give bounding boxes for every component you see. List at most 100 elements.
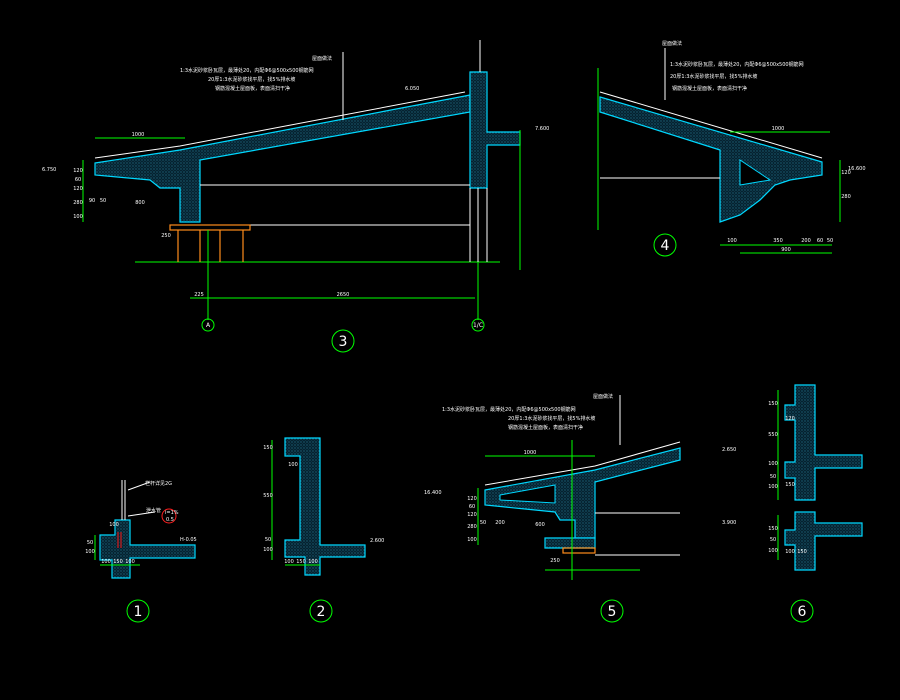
s4-roof-slab — [599, 96, 823, 223]
s1-label-bubble — [126, 599, 150, 623]
s3-axis-c-bubble — [471, 318, 485, 332]
s3-dim-60: 60 — [75, 177, 81, 183]
s5-dim-120b: 120 — [467, 512, 477, 518]
s6-dim-550: 550 — [768, 432, 778, 438]
s6-dim-100b: 100 — [768, 484, 778, 490]
s3-dim-100: 100 — [73, 214, 83, 220]
s4-void — [739, 159, 772, 186]
s5-beam — [562, 547, 596, 554]
s4-dim-900: 900 — [781, 247, 791, 253]
s5-dim-200: 200 — [495, 520, 505, 526]
s3-note-2: 20厚1:3水泥砂浆找平层，找5%排水坡 — [208, 76, 295, 83]
s3-dim-225: 225 — [194, 292, 204, 298]
section-4: 屋面做法 1:3水泥砂浆卧瓦层，最薄处20，内配Φ6@500x500钢筋网 20… — [597, 40, 866, 257]
s6-level-1: 2.650 — [722, 447, 736, 453]
s5-tile-line — [484, 441, 681, 486]
s6-dim-50a: 50 — [770, 474, 776, 480]
s3-dim-1000: 1000 — [132, 132, 145, 138]
s3-dim-2650: 2650 — [337, 292, 350, 298]
s2-dim-100c: 100 — [284, 559, 294, 565]
s1-note-rail: 栏杆详见2G — [145, 480, 172, 487]
s2-dim-100d: 100 — [308, 559, 318, 565]
s5-dim-280: 280 — [467, 524, 477, 530]
s4-dim-350: 350 — [773, 238, 783, 244]
s6-label: 6 — [798, 604, 807, 620]
s3-level-2: 7.600 — [535, 126, 549, 132]
s5-dim-600: 600 — [535, 522, 545, 528]
s6-label-bubble — [790, 599, 814, 623]
s3-roof-slab — [94, 94, 471, 223]
s1-slope-circle — [161, 508, 177, 524]
section-1: 栏杆详见2G 泄水管 i=1% 0.5 H-0.05 100 50 100 10… — [85, 480, 197, 623]
s1-note-slope-val: 0.5 — [166, 517, 174, 523]
s6-dim-100c: 100 — [768, 548, 778, 554]
s3-dim-120b: 120 — [73, 186, 83, 192]
s4-tile-line — [599, 91, 823, 159]
s1-leader-1 — [127, 481, 151, 491]
s4-label: 4 — [661, 238, 670, 254]
s1-slab — [99, 519, 196, 579]
s5-dim-60: 60 — [469, 504, 475, 510]
s5-label-bubble — [600, 599, 624, 623]
s3-tile-line — [94, 91, 466, 159]
s5-level: 16.400 — [424, 490, 442, 496]
s5-note-2: 20厚1:3水泥砂浆找平层，找5%排水坡 — [508, 415, 595, 422]
s3-notes-title: 屋面做法 — [312, 55, 332, 62]
s3-level-3: 6.750 — [42, 167, 56, 173]
s2-dim-150b: 150 — [296, 559, 306, 565]
s5-dim-250: 250 — [550, 558, 560, 564]
s6-dim-100a: 100 — [768, 461, 778, 467]
s5-note-1: 1:3水泥砂浆卧瓦层，最薄处20，内配Φ6@500x500钢筋网 — [442, 406, 576, 413]
s2-dim-150: 150 — [263, 445, 273, 451]
s3-dim-120a: 120 — [73, 168, 83, 174]
s5-beam-slab — [544, 537, 596, 549]
s5-label: 5 — [608, 604, 617, 620]
s1-note-drain: 泄水管 — [146, 507, 161, 514]
s3-axis-c: 1/C — [473, 322, 483, 329]
s4-note-2: 20厚1:3水泥砂浆找平层，找5%排水坡 — [670, 73, 757, 80]
s4-dim-120: 120 — [841, 170, 851, 176]
s6-dim-150b: 150 — [785, 482, 795, 488]
s5-dim-1000: 1000 — [524, 450, 537, 456]
s1-dim-100a: 100 — [109, 522, 119, 528]
s3-wall — [469, 71, 521, 189]
s5-dim-100: 100 — [467, 537, 477, 543]
s3-dim-250: 250 — [161, 233, 171, 239]
s2-dim-100a: 100 — [288, 462, 298, 468]
s6-dim-120: 120 — [785, 416, 795, 422]
s6-dim-150a: 150 — [768, 401, 778, 407]
section-3: 屋面做法 1:3水泥砂浆卧瓦层，最薄处20，内配Φ6@500x500钢筋网 20… — [42, 40, 549, 353]
s4-dim-1000: 1000 — [772, 126, 785, 132]
s2-parapet — [284, 437, 366, 576]
s6-level-2: 3.900 — [722, 520, 736, 526]
s4-dim-200: 200 — [801, 238, 811, 244]
s5-note-3: 钢筋混凝土屋面板，表面清扫干净 — [508, 424, 583, 431]
s1-note-slope: i=1% — [165, 510, 179, 516]
s2-level: 2.600 — [370, 538, 384, 544]
s4-dim-100: 100 — [727, 238, 737, 244]
s5-void — [499, 484, 556, 504]
s4-dim-280: 280 — [841, 194, 851, 200]
s3-dim-280: 280 — [73, 200, 83, 206]
s6-dim-100d: 100 — [785, 549, 795, 555]
s3-label: 3 — [339, 334, 348, 350]
s3-note-1: 1:3水泥砂浆卧瓦层，最薄处20，内配Φ6@500x500钢筋网 — [180, 67, 314, 74]
s3-level-1: 6.050 — [405, 86, 419, 92]
s2-dim-100b: 100 — [263, 547, 273, 553]
s4-notes-title: 屋面做法 — [662, 40, 682, 47]
s3-dim-50: 50 — [100, 198, 106, 204]
section-2: 2.600 150 100 550 50 100 100 150 100 2 — [263, 437, 384, 623]
s3-note-3: 钢筋混凝土屋面板，表面清扫干净 — [215, 85, 290, 92]
s2-label: 2 — [317, 604, 326, 620]
s4-level: 16.600 — [848, 166, 866, 172]
section-6: 2.650 3.900 150 120 550 100 50 100 150 1… — [722, 384, 863, 623]
s3-axis-a: A — [206, 322, 211, 329]
s5-dim-120a: 120 — [467, 496, 477, 502]
s6-dim-150d: 150 — [797, 549, 807, 555]
s1-dim-50: 50 — [87, 540, 93, 546]
s4-dim-60: 60 — [817, 238, 823, 244]
s1-dim-100b: 100 — [85, 549, 95, 555]
s5-notes-title: 屋面做法 — [593, 393, 613, 400]
s6-lower — [784, 511, 863, 571]
s3-dim-800: 800 — [135, 200, 145, 206]
